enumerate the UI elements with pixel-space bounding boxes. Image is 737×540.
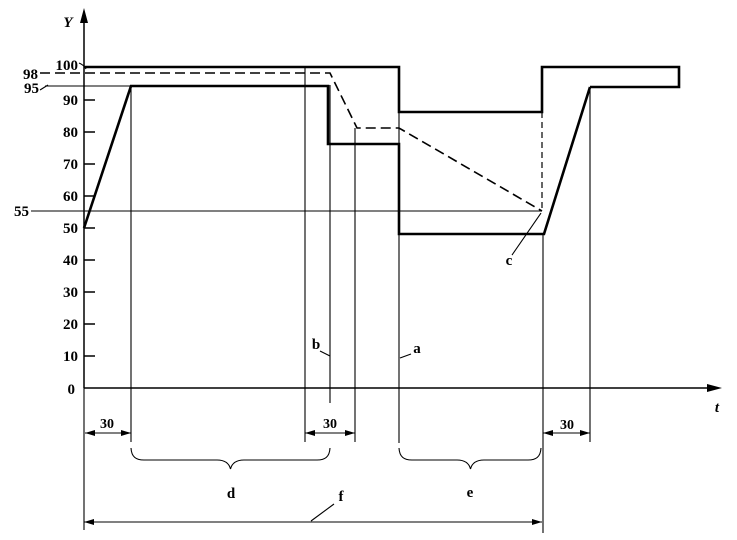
phase-f-label: f [339, 489, 345, 505]
dimension-f: f [84, 489, 542, 525]
point-a-leader [399, 353, 412, 359]
dim3-label: 30 [560, 418, 574, 433]
tick-label-90: 90 [63, 93, 78, 109]
dim1-left-arrow-icon [85, 430, 95, 436]
level-callouts: 100 98 95 55 [14, 58, 542, 220]
point-c-leader [511, 212, 542, 256]
dashed-profile [40, 72, 543, 212]
upper-limit-line [84, 65, 681, 114]
f-label-leader [310, 503, 335, 522]
lower-limit-line [82, 84, 592, 236]
tick-label-20: 20 [63, 317, 78, 333]
tick-label-30: 30 [63, 285, 78, 301]
y-axis-arrow-icon [80, 8, 88, 23]
tick-label-70: 70 [63, 157, 78, 173]
callout-95: 95 [24, 81, 39, 97]
tick-label-80: 80 [63, 125, 78, 141]
dim-f-right-arrow-icon [532, 519, 542, 525]
dim3-left-arrow-icon [543, 430, 553, 436]
tick-label-60: 60 [63, 189, 78, 205]
tick-label-0: 0 [68, 382, 76, 398]
dim1-label: 30 [100, 417, 114, 432]
t-axis-label: t [715, 400, 720, 416]
point-b-label: b [312, 337, 320, 353]
solid-profile [82, 65, 681, 236]
dim2-left-arrow-icon [305, 430, 315, 436]
y-axis-ticks [84, 99, 95, 357]
point-labels: b a c [312, 212, 542, 359]
dimension-30-third: 30 [543, 418, 590, 436]
axes: Y t [63, 8, 722, 416]
tick-label-50: 50 [63, 221, 78, 237]
callout-55: 55 [14, 204, 29, 220]
point-a-label: a [413, 341, 421, 357]
phase-e-label: e [467, 485, 474, 501]
dim2-right-arrow-icon [345, 430, 355, 436]
point-b-leader [319, 350, 331, 357]
t-axis-arrow-icon [707, 384, 722, 392]
phase-braces: d e [130, 447, 542, 502]
y-tick-labels: 90 80 70 60 50 40 30 20 10 0 [63, 93, 78, 398]
callout-100: 100 [56, 58, 79, 74]
dim2-label: 30 [323, 417, 337, 432]
tick-label-40: 40 [63, 253, 78, 269]
dim-f-left-arrow-icon [84, 519, 94, 525]
dimension-30-first: 30 [85, 417, 131, 436]
brace-e [398, 447, 542, 470]
callout-98: 98 [23, 67, 38, 83]
brace-d [130, 447, 331, 470]
dim3-right-arrow-icon [580, 430, 590, 436]
tick-label-10: 10 [63, 349, 78, 365]
nominal-dashed-line [40, 72, 543, 212]
dim1-right-arrow-icon [121, 430, 131, 436]
phase-d-label: d [227, 486, 236, 502]
y-axis-label: Y [63, 15, 74, 31]
point-c-label: c [506, 253, 513, 269]
reference-lines [83, 67, 591, 533]
dimension-30-second: 30 [305, 417, 355, 436]
callout-100-leader [78, 62, 87, 70]
